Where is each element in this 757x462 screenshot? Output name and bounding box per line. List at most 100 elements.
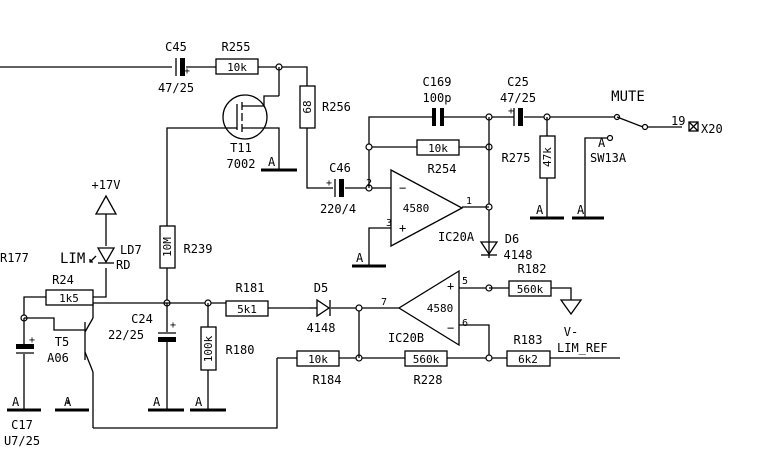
ground-c17: A — [7, 395, 41, 412]
vminus-supply: V- — [559, 299, 583, 339]
t5-value: A06 — [47, 351, 69, 365]
svg-text:A: A — [356, 251, 364, 265]
r184-value: 10k — [308, 353, 328, 366]
r182-ref: R182 — [518, 262, 547, 276]
ld7-value: RD — [116, 258, 130, 272]
capacitor-c169: C169 100p — [423, 75, 452, 126]
c45-ref: C45 — [165, 40, 187, 54]
ic20a-pin-plus: 3 — [386, 218, 392, 229]
c25-ref: C25 — [507, 75, 529, 89]
ic20a-pin-out: 1 — [466, 196, 472, 207]
r239-value: 10M — [161, 237, 174, 257]
capacitor-c24: + C24 22/25 — [108, 312, 176, 342]
svg-text:+: + — [399, 221, 406, 235]
supply-label: +17V — [92, 178, 121, 192]
ic20b-part: 4580 — [427, 302, 454, 315]
ic20b-pin-out: 7 — [381, 297, 387, 308]
svg-text:A: A — [153, 395, 161, 409]
resistor-r184: 10k R184 — [296, 350, 341, 387]
svg-text:A: A — [195, 395, 203, 409]
ic20b-pin-plus: 5 — [462, 276, 468, 287]
svg-text:+: + — [170, 320, 176, 331]
d5-ref: D5 — [314, 281, 328, 295]
r24-value: 1k5 — [59, 292, 79, 305]
r255-ref: R255 — [222, 40, 251, 54]
connector-x20: 19 X20 — [671, 114, 723, 136]
capacitor-c17: + C17 U7/25 — [4, 335, 40, 448]
svg-text:+: + — [447, 279, 454, 293]
ic20a-ref: IC20A — [438, 230, 475, 244]
ground-r180: A — [190, 395, 226, 412]
transistor-t11: T11 7002 — [222, 94, 279, 171]
c45-value: 47/25 — [158, 81, 194, 95]
diode-d5: D5 4148 — [307, 281, 336, 335]
opamp-ic20a: − + 4580 2 3 1 IC20A — [366, 168, 475, 248]
capacitor-c25: + C25 47/25 — [500, 75, 536, 126]
c169-ref: C169 — [423, 75, 452, 89]
ground-c24: A — [148, 395, 184, 412]
c24-ref: C24 — [131, 312, 153, 326]
resistor-r256: 68 R256 — [299, 85, 351, 129]
r275-ref: R275 — [502, 151, 531, 165]
wires — [0, 63, 682, 429]
transistor-t5: T5 A06 — [47, 317, 94, 373]
r254-value: 10k — [428, 142, 448, 155]
supply-17v: +17V — [92, 178, 121, 215]
ic20b-ref: IC20B — [388, 331, 424, 345]
r180-value: 100k — [202, 335, 215, 362]
r177-ref: R177 — [0, 251, 29, 265]
svg-text:−: − — [399, 181, 406, 195]
svg-text:A: A — [536, 203, 544, 217]
lim-ref-label: LIM_REF — [557, 341, 608, 355]
t11-ref: T11 — [230, 141, 252, 155]
ld7-ref: LD7 — [120, 243, 142, 257]
r275-value: 47k — [541, 147, 554, 167]
capacitor-c46: + C46 220/4 — [320, 161, 356, 216]
ic20b-pin-minus: 6 — [462, 318, 468, 329]
t5-ref: T5 — [55, 335, 69, 349]
svg-text:−: − — [447, 321, 454, 335]
lim-label: LIM — [60, 251, 85, 267]
resistor-r183: 6k2 R183 — [506, 333, 551, 367]
connector-label: X20 — [701, 122, 723, 136]
c169-value: 100p — [423, 91, 452, 105]
c24-value: 22/25 — [108, 328, 144, 342]
ic20a-part: 4580 — [403, 202, 430, 215]
ground-switch: A — [572, 203, 604, 220]
switch-ground-label: A — [598, 136, 606, 150]
t11-value: 7002 — [227, 157, 256, 171]
r256-ref: R256 — [322, 100, 351, 114]
ic20a-pin-minus: 2 — [366, 178, 372, 189]
svg-text:A: A — [577, 203, 585, 217]
r228-value: 560k — [413, 353, 440, 366]
r183-ref: R183 — [514, 333, 543, 347]
svg-text:+: + — [29, 335, 35, 346]
led-ld7: LD7 RD — [89, 243, 142, 272]
ground-r275: A — [530, 203, 564, 220]
svg-text:+: + — [508, 106, 514, 117]
r183-value: 6k2 — [518, 353, 538, 366]
mute-label: MUTE — [611, 89, 645, 105]
r181-value: 5k1 — [237, 303, 257, 316]
c46-value: 220/4 — [320, 202, 356, 216]
r24-ref: R24 — [52, 273, 74, 287]
svg-text:+: + — [326, 178, 332, 189]
vminus-label: V- — [564, 325, 578, 339]
ground-t5: A — [55, 395, 89, 412]
svg-text:+: + — [184, 66, 190, 77]
c46-ref: C46 — [329, 161, 351, 175]
resistor-r239: 10M R239 — [159, 225, 213, 269]
r180-ref: R180 — [226, 343, 255, 357]
ground-t11: A — [261, 155, 297, 172]
resistor-r275: 47k R275 — [502, 135, 556, 179]
resistor-r255: 10k R255 — [215, 40, 259, 75]
opamp-ic20b: + − 4580 5 6 7 IC20B — [381, 269, 468, 347]
resistor-r181: 5k1 R181 — [225, 281, 269, 317]
resistor-r180: 100k R180 — [200, 326, 255, 371]
c25-value: 47/25 — [500, 91, 536, 105]
r255-value: 10k — [227, 61, 247, 74]
diode-d6: D6 4148 — [479, 232, 532, 262]
r239-ref: R239 — [184, 242, 213, 256]
d6-ref: D6 — [505, 232, 519, 246]
